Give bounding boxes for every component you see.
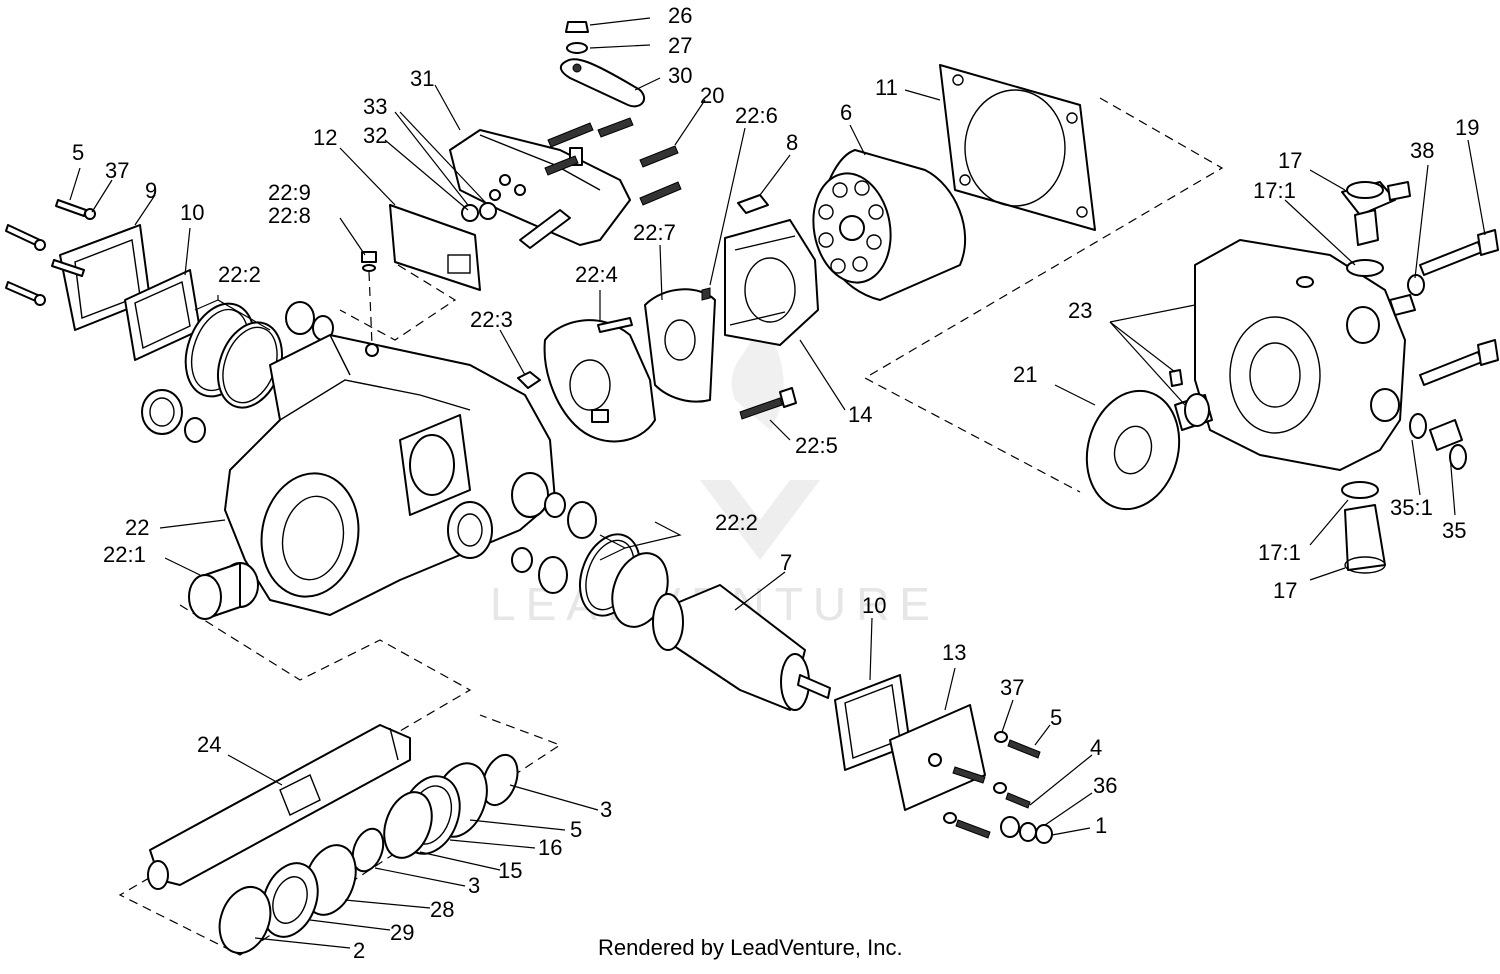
callout-24: 24 [197, 732, 221, 757]
cover-plate-right [889, 704, 986, 811]
guide-pump-end [863, 97, 1224, 493]
callout-17-top: 17 [1278, 148, 1302, 173]
callout-35: 35 [1442, 518, 1466, 543]
swash-plate [701, 194, 819, 346]
callout-17-bottom: 17 [1273, 578, 1297, 603]
callout-32: 32 [363, 123, 387, 148]
relief-valve-top [1341, 181, 1411, 277]
cylinder-block [812, 149, 966, 301]
main-housing [224, 334, 556, 616]
callout-10-right: 10 [862, 593, 886, 618]
screws-20 [544, 117, 682, 206]
callout-22-8: 22:8 [268, 203, 311, 228]
check-valve-35 [1409, 413, 1467, 470]
callout-22: 22 [125, 515, 149, 540]
callout-22-7: 22:7 [633, 220, 676, 245]
callout-31: 31 [410, 66, 434, 91]
callout-22-9: 22:9 [268, 180, 311, 205]
footer-credit: Rendered by LeadVenture, Inc. [598, 935, 903, 960]
guide-plate [339, 264, 457, 341]
callout-11: 11 [875, 75, 898, 100]
callout-22-6: 22:6 [735, 103, 778, 128]
callout-21: 21 [1013, 362, 1037, 387]
callout-28: 28 [430, 897, 454, 922]
bearing-22-1 [188, 562, 259, 620]
plug-22-8 [361, 251, 377, 346]
callout-38: 38 [1410, 138, 1434, 163]
callout-22-3: 22:3 [470, 307, 513, 332]
valve-plate [644, 288, 716, 403]
gasket-11 [939, 64, 1096, 231]
servo-piston [652, 584, 831, 711]
control-valve [449, 129, 631, 249]
gasket-12 [389, 204, 481, 291]
callout-29: 29 [390, 920, 414, 945]
callout-26: 26 [668, 3, 692, 28]
screws-left [5, 199, 96, 306]
callout-4: 4 [1090, 735, 1102, 760]
callout-37-right: 37 [1000, 675, 1024, 700]
callout-27: 27 [668, 33, 692, 58]
callout-labels: 26 27 30 31 33 32 20 22:6 8 6 11 19 17 3… [72, 3, 1479, 963]
leader-lines [69, 17, 1486, 949]
callout-30: 30 [668, 63, 692, 88]
callout-33: 33 [363, 94, 387, 119]
watermark-logo-icon [700, 480, 820, 560]
screw-22-5 [739, 387, 797, 420]
callout-22-2-bottom: 22:2 [715, 510, 758, 535]
callout-12: 12 [313, 125, 337, 150]
callout-15: 15 [498, 858, 522, 883]
callout-22-4: 22:4 [575, 262, 618, 287]
callout-1: 1 [1095, 813, 1107, 838]
drive-shaft [147, 724, 411, 890]
callout-16: 16 [538, 835, 562, 860]
relief-valve-bottom [1341, 481, 1386, 574]
callout-20: 20 [700, 83, 724, 108]
callout-10-left: 10 [180, 200, 204, 225]
callout-22-5: 22:5 [795, 433, 838, 458]
callout-3-top: 3 [600, 797, 612, 822]
plugs-32-33 [461, 202, 497, 222]
callout-22-2-top: 22:2 [218, 262, 261, 287]
plug-left [141, 389, 206, 443]
callout-6: 6 [840, 100, 852, 125]
thrust-plate [1085, 389, 1181, 511]
callout-17-1-top: 17:1 [1253, 178, 1296, 203]
callout-8: 8 [786, 130, 798, 155]
callout-3-bottom: 3 [468, 873, 480, 898]
callout-14: 14 [848, 402, 872, 427]
callout-23: 23 [1068, 298, 1092, 323]
shaft-retainers [218, 753, 519, 954]
callout-5-left: 5 [72, 140, 84, 165]
callout-17-1-bottom: 17:1 [1258, 540, 1301, 565]
end-cap-housing [1194, 239, 1416, 471]
lever-arm [559, 21, 646, 108]
callout-2: 2 [353, 938, 365, 963]
bolt-right-lower [1419, 339, 1499, 386]
port-plate [543, 317, 656, 443]
callout-5-right: 5 [1050, 705, 1062, 730]
callout-22-1: 22:1 [103, 542, 146, 567]
bolt-19 [1407, 229, 1499, 296]
callout-35-1: 35:1 [1390, 495, 1433, 520]
plug-upper [285, 301, 334, 341]
pin-22-3 [517, 371, 541, 389]
callout-13: 13 [942, 640, 966, 665]
orings-upper [184, 302, 283, 409]
callout-36: 36 [1093, 773, 1117, 798]
callout-37-left: 37 [105, 158, 129, 183]
callout-19: 19 [1455, 115, 1479, 140]
callout-7: 7 [780, 550, 792, 575]
screws-right [943, 731, 1053, 844]
callout-9: 9 [145, 178, 157, 203]
callout-5-shaft: 5 [570, 817, 582, 842]
